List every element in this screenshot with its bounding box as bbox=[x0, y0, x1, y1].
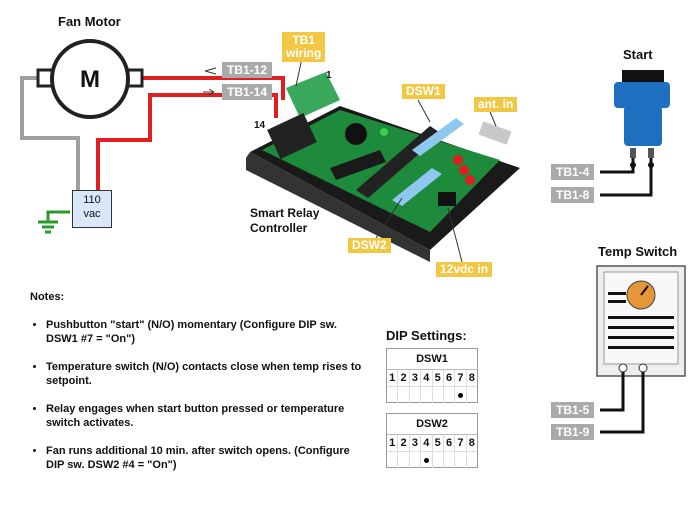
dip-position: 7 bbox=[455, 435, 467, 451]
board-name: Smart Relay Controller bbox=[250, 206, 319, 236]
dip-switch-state bbox=[398, 386, 410, 403]
start-title: Start bbox=[623, 47, 653, 62]
label-dsw1: DSW1 bbox=[402, 84, 445, 99]
tag-tb1-14: TB1-14 bbox=[222, 84, 273, 100]
label-12vdc-in: 12vdc in bbox=[436, 262, 493, 277]
notes-section: Notes: Pushbutton "start" (N/O) momentar… bbox=[30, 290, 370, 486]
dip-on-dot-icon bbox=[424, 458, 430, 463]
tag-tb1-4: TB1-4 bbox=[551, 164, 595, 180]
dip-switch-state bbox=[432, 386, 444, 403]
board-name-line2: Controller bbox=[250, 221, 308, 235]
dsw1-header: DSW1 bbox=[387, 349, 477, 370]
power-source-box: 110 vac bbox=[72, 190, 112, 228]
dsw2-table: DSW2 1 2 3 4 5 6 7 8 bbox=[386, 413, 478, 468]
dip-switch-state bbox=[387, 386, 399, 403]
pin-1-label: 1 bbox=[326, 70, 332, 81]
hot-wire-tb1-14 bbox=[148, 93, 278, 118]
tag-tb1-8: TB1-8 bbox=[551, 187, 595, 203]
note-item: Temperature switch (N/O) contacts close … bbox=[46, 360, 370, 388]
dip-switch-state bbox=[432, 451, 444, 468]
dip-switch-state bbox=[443, 451, 456, 468]
fan-motor-title: Fan Motor bbox=[58, 14, 121, 29]
dip-switch-state bbox=[455, 386, 467, 403]
pin-14-label: 14 bbox=[254, 120, 266, 131]
fan-motor-icon bbox=[36, 39, 144, 119]
note-item: Pushbutton "start" (N/O) momentary (Conf… bbox=[46, 318, 370, 346]
dsw1-states bbox=[387, 386, 477, 403]
dsw1-table: DSW1 1 2 3 4 5 6 7 8 bbox=[386, 348, 478, 403]
dip-position: 5 bbox=[433, 370, 444, 386]
dip-switch-state bbox=[421, 386, 433, 403]
dip-position: 3 bbox=[410, 370, 422, 386]
label-ant-in: ant. in bbox=[474, 97, 518, 112]
dip-position: 6 bbox=[444, 435, 456, 451]
dip-switch-state bbox=[466, 451, 477, 468]
hot-wire-supply bbox=[96, 104, 152, 190]
temp-switch-title: Temp Switch bbox=[598, 244, 678, 259]
dsw2-positions: 1 2 3 4 5 6 7 8 bbox=[387, 435, 477, 451]
start-button-icon bbox=[614, 70, 670, 158]
power-type: vac bbox=[83, 208, 101, 220]
ground-icon bbox=[38, 210, 70, 234]
dip-position: 8 bbox=[468, 437, 475, 449]
dip-position: 7 bbox=[455, 370, 467, 386]
dip-switch-state bbox=[409, 386, 422, 403]
tag-tb1-5: TB1-5 bbox=[551, 402, 595, 418]
dsw1-positions: 1 2 3 4 5 6 7 8 bbox=[387, 370, 477, 386]
relay-board-icon bbox=[246, 72, 520, 262]
notes-list: Pushbutton "start" (N/O) momentary (Conf… bbox=[30, 318, 370, 472]
dip-settings-title: DIP Settings: bbox=[386, 328, 467, 343]
dip-switch-state bbox=[421, 451, 433, 468]
dip-position: 6 bbox=[444, 370, 456, 386]
dip-position: 3 bbox=[410, 435, 422, 451]
dip-switch-state bbox=[455, 451, 467, 468]
motor-letter: M bbox=[80, 66, 100, 93]
dip-switch-state bbox=[398, 451, 410, 468]
dip-switch-state bbox=[443, 386, 456, 403]
arrow-out-icon bbox=[203, 88, 215, 96]
dip-switch-state bbox=[387, 451, 399, 468]
dip-position: 2 bbox=[398, 370, 410, 386]
dip-position: 4 bbox=[421, 435, 433, 451]
dip-position: 1 bbox=[387, 370, 399, 386]
arrow-in-icon bbox=[204, 67, 217, 75]
dip-position: 4 bbox=[421, 370, 433, 386]
label-tb1-line1: TB1 bbox=[292, 33, 315, 47]
board-name-line1: Smart Relay bbox=[250, 206, 320, 220]
dsw2-header: DSW2 bbox=[387, 414, 477, 435]
label-tb1-line2: wiring bbox=[286, 46, 322, 60]
notes-heading: Notes: bbox=[30, 291, 65, 303]
tag-tb1-9: TB1-9 bbox=[551, 424, 595, 440]
hot-wire-tb1-12 bbox=[138, 76, 285, 100]
dip-position: 5 bbox=[433, 435, 444, 451]
dip-position: 1 bbox=[387, 435, 399, 451]
dip-position: 2 bbox=[398, 435, 410, 451]
power-voltage: 110 bbox=[83, 194, 101, 206]
dip-switch-state bbox=[409, 451, 422, 468]
dsw2-states bbox=[387, 451, 477, 468]
dip-position: 8 bbox=[468, 372, 475, 384]
dip-on-dot-icon bbox=[458, 393, 464, 398]
note-item: Fan runs additional 10 min. after switch… bbox=[46, 444, 370, 472]
label-dsw2: DSW2 bbox=[348, 238, 391, 253]
neutral-wire bbox=[20, 76, 80, 190]
temp-switch-icon bbox=[596, 265, 686, 377]
label-tb1-wiring: TB1 wiring bbox=[282, 32, 326, 62]
tag-tb1-12: TB1-12 bbox=[222, 62, 273, 78]
dip-switch-state bbox=[466, 386, 477, 403]
note-item: Relay engages when start button pressed … bbox=[46, 402, 370, 430]
